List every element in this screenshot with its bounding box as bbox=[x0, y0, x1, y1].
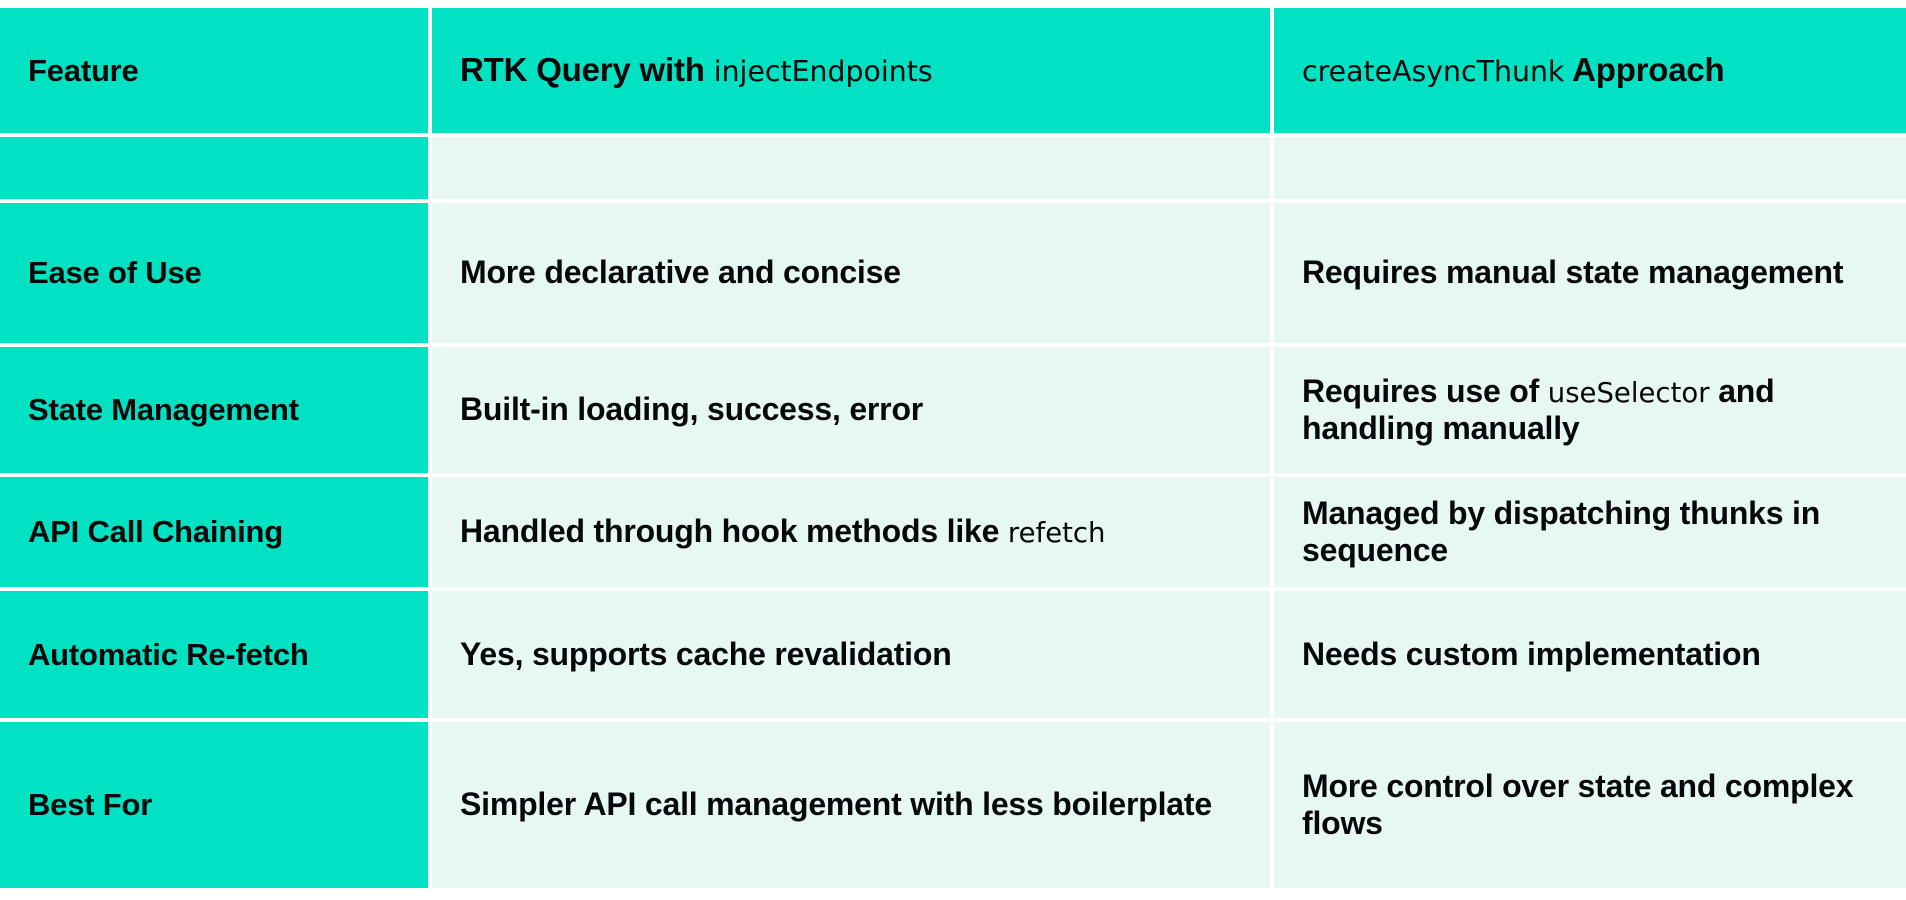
rtk-query-text: Simpler API call management with less bo… bbox=[460, 786, 1212, 823]
row-thunk-value: More control over state and complex flow… bbox=[1274, 722, 1906, 888]
row-rtk-query-value: Built-in loading, success, error bbox=[432, 347, 1270, 473]
feature-text: Ease of Use bbox=[28, 255, 202, 291]
feature-text: State Management bbox=[28, 392, 299, 428]
column-header-feature-label: Feature bbox=[28, 52, 139, 88]
row-thunk-value: Managed by dispatching thunks in sequenc… bbox=[1274, 477, 1906, 587]
row-feature-label: API Call Chaining bbox=[0, 477, 428, 587]
column-header-thunk: createAsyncThunk Approach bbox=[1274, 8, 1906, 133]
rtk-query-text: Yes, supports cache revalidation bbox=[460, 635, 952, 672]
thunk-code: useSelector bbox=[1547, 376, 1710, 409]
thunk-text: Managed by dispatching thunks in sequenc… bbox=[1302, 494, 1821, 568]
row-thunk-value: Requires use of useSelector and handling… bbox=[1274, 347, 1906, 473]
table-header: Feature RTK Query with injectEndpoints c… bbox=[0, 8, 1906, 133]
row-rtk-query-value: More declarative and concise bbox=[432, 203, 1270, 343]
row-thunk-value: Needs custom implementation bbox=[1274, 591, 1906, 718]
rtk-query-code: refetch bbox=[1007, 517, 1106, 550]
thunk-tail: and handling manually bbox=[1302, 372, 1775, 446]
column-header-feature: Feature bbox=[0, 8, 428, 133]
row-thunk-value: Requires manual state management bbox=[1274, 203, 1906, 343]
column-header-thunk-label: Approach bbox=[1564, 51, 1725, 89]
spacer-cell-feature bbox=[0, 137, 428, 199]
row-feature-label: Automatic Re-fetch bbox=[0, 591, 428, 718]
table-row: State Management Built-in loading, succe… bbox=[0, 347, 1906, 473]
rtk-query-text: Handled through hook methods like bbox=[460, 513, 1008, 550]
column-header-rtk-query-label: RTK Query with bbox=[460, 51, 714, 89]
row-feature-label: State Management bbox=[0, 347, 428, 473]
table-row: Automatic Re-fetch Yes, supports cache r… bbox=[0, 591, 1906, 718]
row-feature-label: Best For bbox=[0, 722, 428, 888]
thunk-text: Requires use of bbox=[1302, 372, 1548, 409]
thunk-text: More control over state and complex flow… bbox=[1302, 767, 1854, 841]
spacer-cell-thunk bbox=[1274, 137, 1906, 199]
row-rtk-query-value: Simpler API call management with less bo… bbox=[432, 722, 1270, 888]
column-header-rtk-query-code: injectEndpoints bbox=[713, 55, 933, 89]
column-header-thunk-code: createAsyncThunk bbox=[1302, 55, 1565, 89]
feature-text: Automatic Re-fetch bbox=[28, 636, 309, 672]
rtk-query-text: More declarative and concise bbox=[460, 254, 901, 291]
feature-text: Best For bbox=[28, 787, 153, 823]
column-header-rtk-query: RTK Query with injectEndpoints bbox=[432, 8, 1270, 133]
row-feature-label: Ease of Use bbox=[0, 203, 428, 343]
table-row-spacer bbox=[0, 137, 1906, 199]
feature-text: API Call Chaining bbox=[28, 514, 283, 550]
table-header-row: Feature RTK Query with injectEndpoints c… bbox=[0, 8, 1906, 133]
table-row: API Call Chaining Handled through hook m… bbox=[0, 477, 1906, 587]
row-rtk-query-value: Handled through hook methods like refetc… bbox=[432, 477, 1270, 587]
row-rtk-query-value: Yes, supports cache revalidation bbox=[432, 591, 1270, 718]
table-row: Best For Simpler API call management wit… bbox=[0, 722, 1906, 888]
rtk-query-text: Built-in loading, success, error bbox=[460, 391, 924, 428]
thunk-text: Needs custom implementation bbox=[1302, 635, 1761, 672]
thunk-text: Requires manual state management bbox=[1302, 254, 1844, 291]
table-body: Ease of Use More declarative and concise… bbox=[0, 137, 1906, 888]
table-row: Ease of Use More declarative and concise… bbox=[0, 203, 1906, 343]
spacer-cell-rtk-query bbox=[432, 137, 1270, 199]
comparison-table: Feature RTK Query with injectEndpoints c… bbox=[0, 4, 1906, 892]
